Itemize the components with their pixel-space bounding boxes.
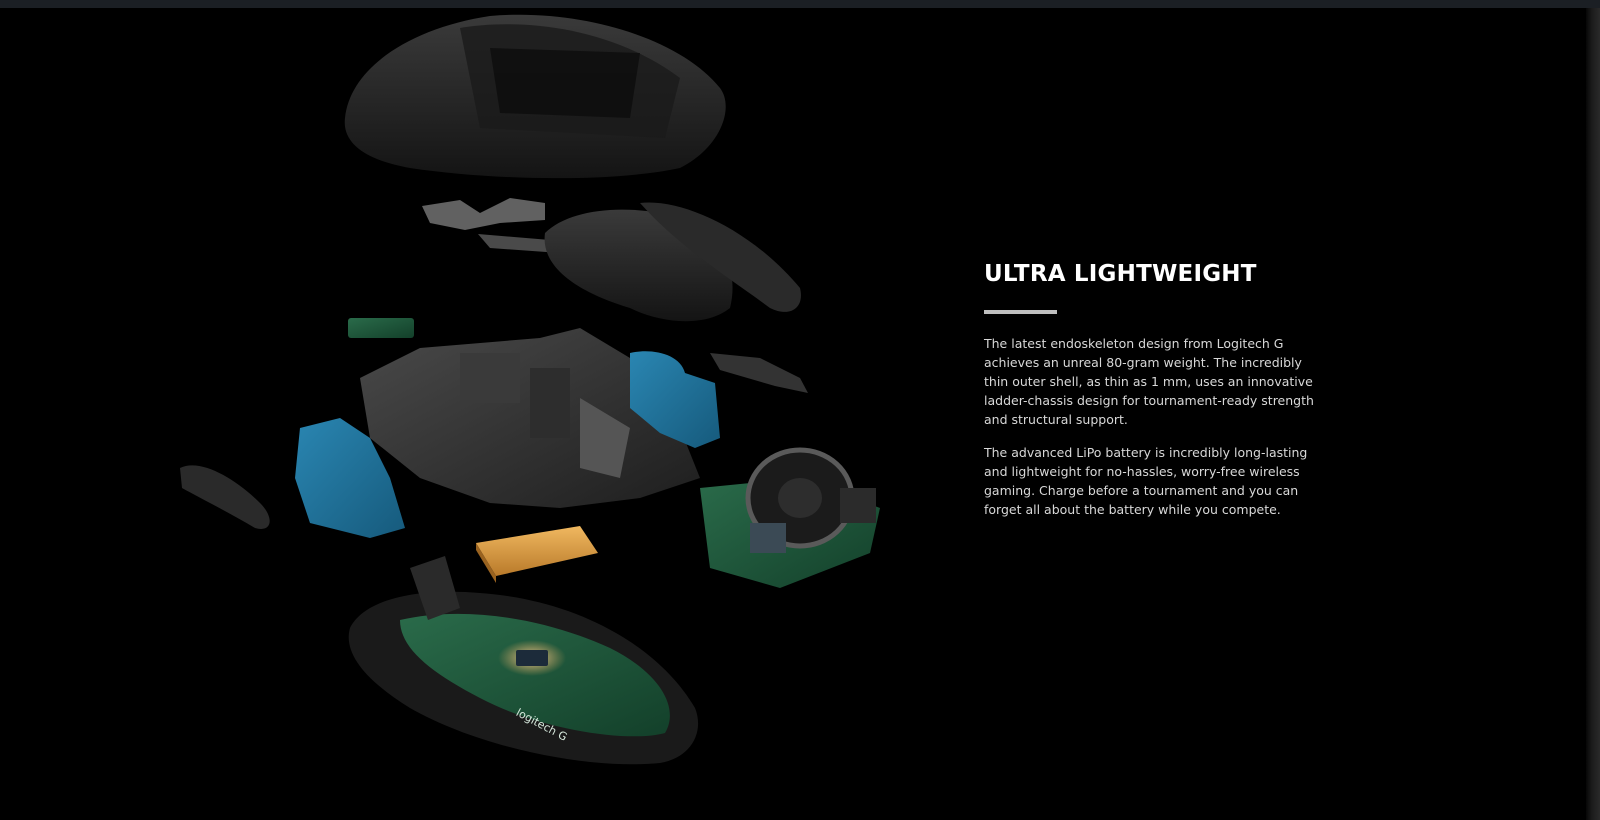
scroll-wheel-assembly — [700, 447, 880, 588]
feature-paragraph-2: The advanced LiPo battery is incredibly … — [984, 445, 1308, 517]
shell-brackets — [422, 198, 560, 253]
base-pcb — [348, 556, 699, 765]
top-shell — [344, 14, 726, 179]
main-buttons — [544, 202, 801, 322]
scrollbar[interactable] — [1586, 8, 1600, 820]
feature-text-block: ULTRA LIGHTWEIGHT The latest endoskeleto… — [984, 258, 1324, 533]
feature-headline: ULTRA LIGHTWEIGHT — [984, 261, 1257, 287]
side-button-left — [180, 465, 270, 529]
feature-paragraph-1: The latest endoskeleton design from Logi… — [984, 336, 1314, 427]
chassis — [360, 328, 700, 508]
exploded-mouse-image: logitech G — [160, 8, 920, 778]
lipo-battery — [476, 526, 598, 583]
small-pcb — [348, 318, 414, 338]
blue-switch-housings — [295, 351, 720, 538]
side-button-right — [710, 353, 808, 393]
headline-divider — [984, 310, 1057, 314]
top-bar — [0, 0, 1600, 8]
